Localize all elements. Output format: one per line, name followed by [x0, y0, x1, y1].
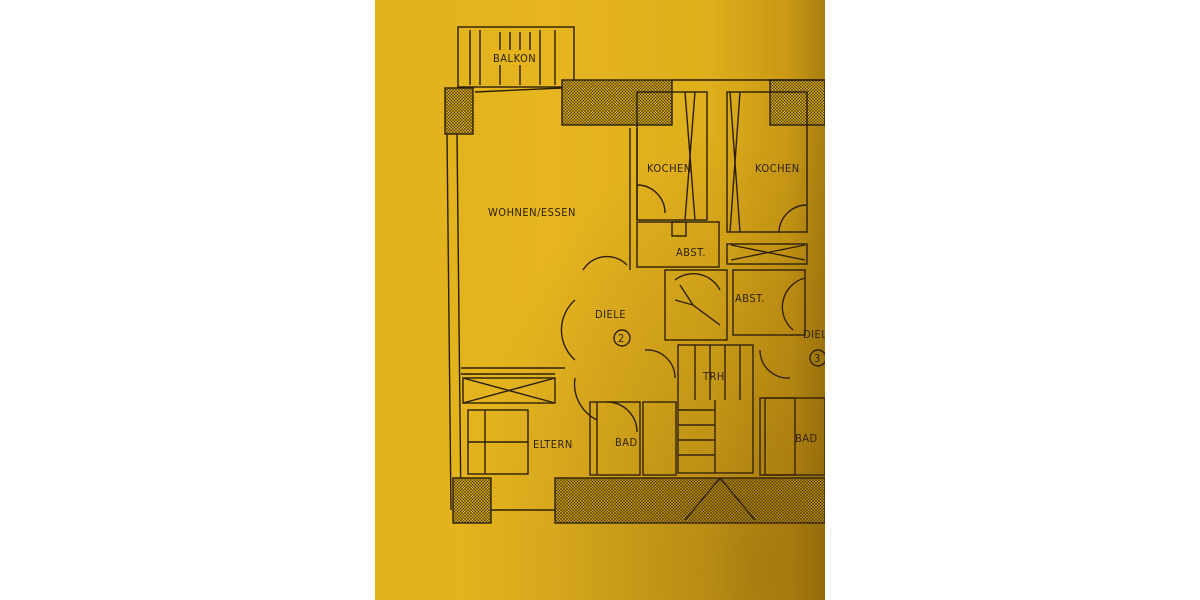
label-eltern: ELTERN [533, 438, 573, 451]
kitchen-right [726, 91, 808, 265]
bathroom-right [759, 397, 825, 476]
label-kochen-left: KOCHEN [647, 162, 692, 175]
door-arc [582, 255, 628, 271]
bedroom-eltern [462, 377, 556, 475]
floor-plan-sheet: BALKON WOHNEN/ESSEN KOCHEN KOCHEN ABST. … [375, 0, 825, 600]
label-kochen-right: KOCHEN [755, 162, 800, 175]
storage-left [636, 221, 720, 268]
storage-right [732, 269, 806, 336]
label-abst-right: ABST. [735, 292, 765, 305]
label-diele-3: DIEL [803, 328, 825, 341]
label-balkon: BALKON [493, 52, 536, 65]
label-wohnen-essen: WOHNEN/ESSEN [488, 206, 576, 219]
label-diele-2: DIELE [595, 308, 626, 321]
label-bad-right: BAD [795, 432, 818, 445]
label-abst-left: ABST. [676, 246, 706, 259]
unit-3-marker [809, 349, 825, 367]
balcony [457, 26, 575, 88]
stairwell-trh [677, 344, 754, 474]
label-unit-3: 3 [814, 352, 821, 365]
kitchen-left [629, 91, 708, 270]
floor-plan-drawing: BALKON WOHNEN/ESSEN KOCHEN KOCHEN ABST. … [444, 26, 825, 524]
staircase [664, 269, 728, 341]
label-bad-left: BAD [615, 436, 638, 449]
label-trh: TRH [702, 370, 725, 383]
bathroom-left [589, 401, 677, 476]
unit-2-marker [613, 329, 631, 347]
label-unit-2: 2 [618, 332, 625, 345]
